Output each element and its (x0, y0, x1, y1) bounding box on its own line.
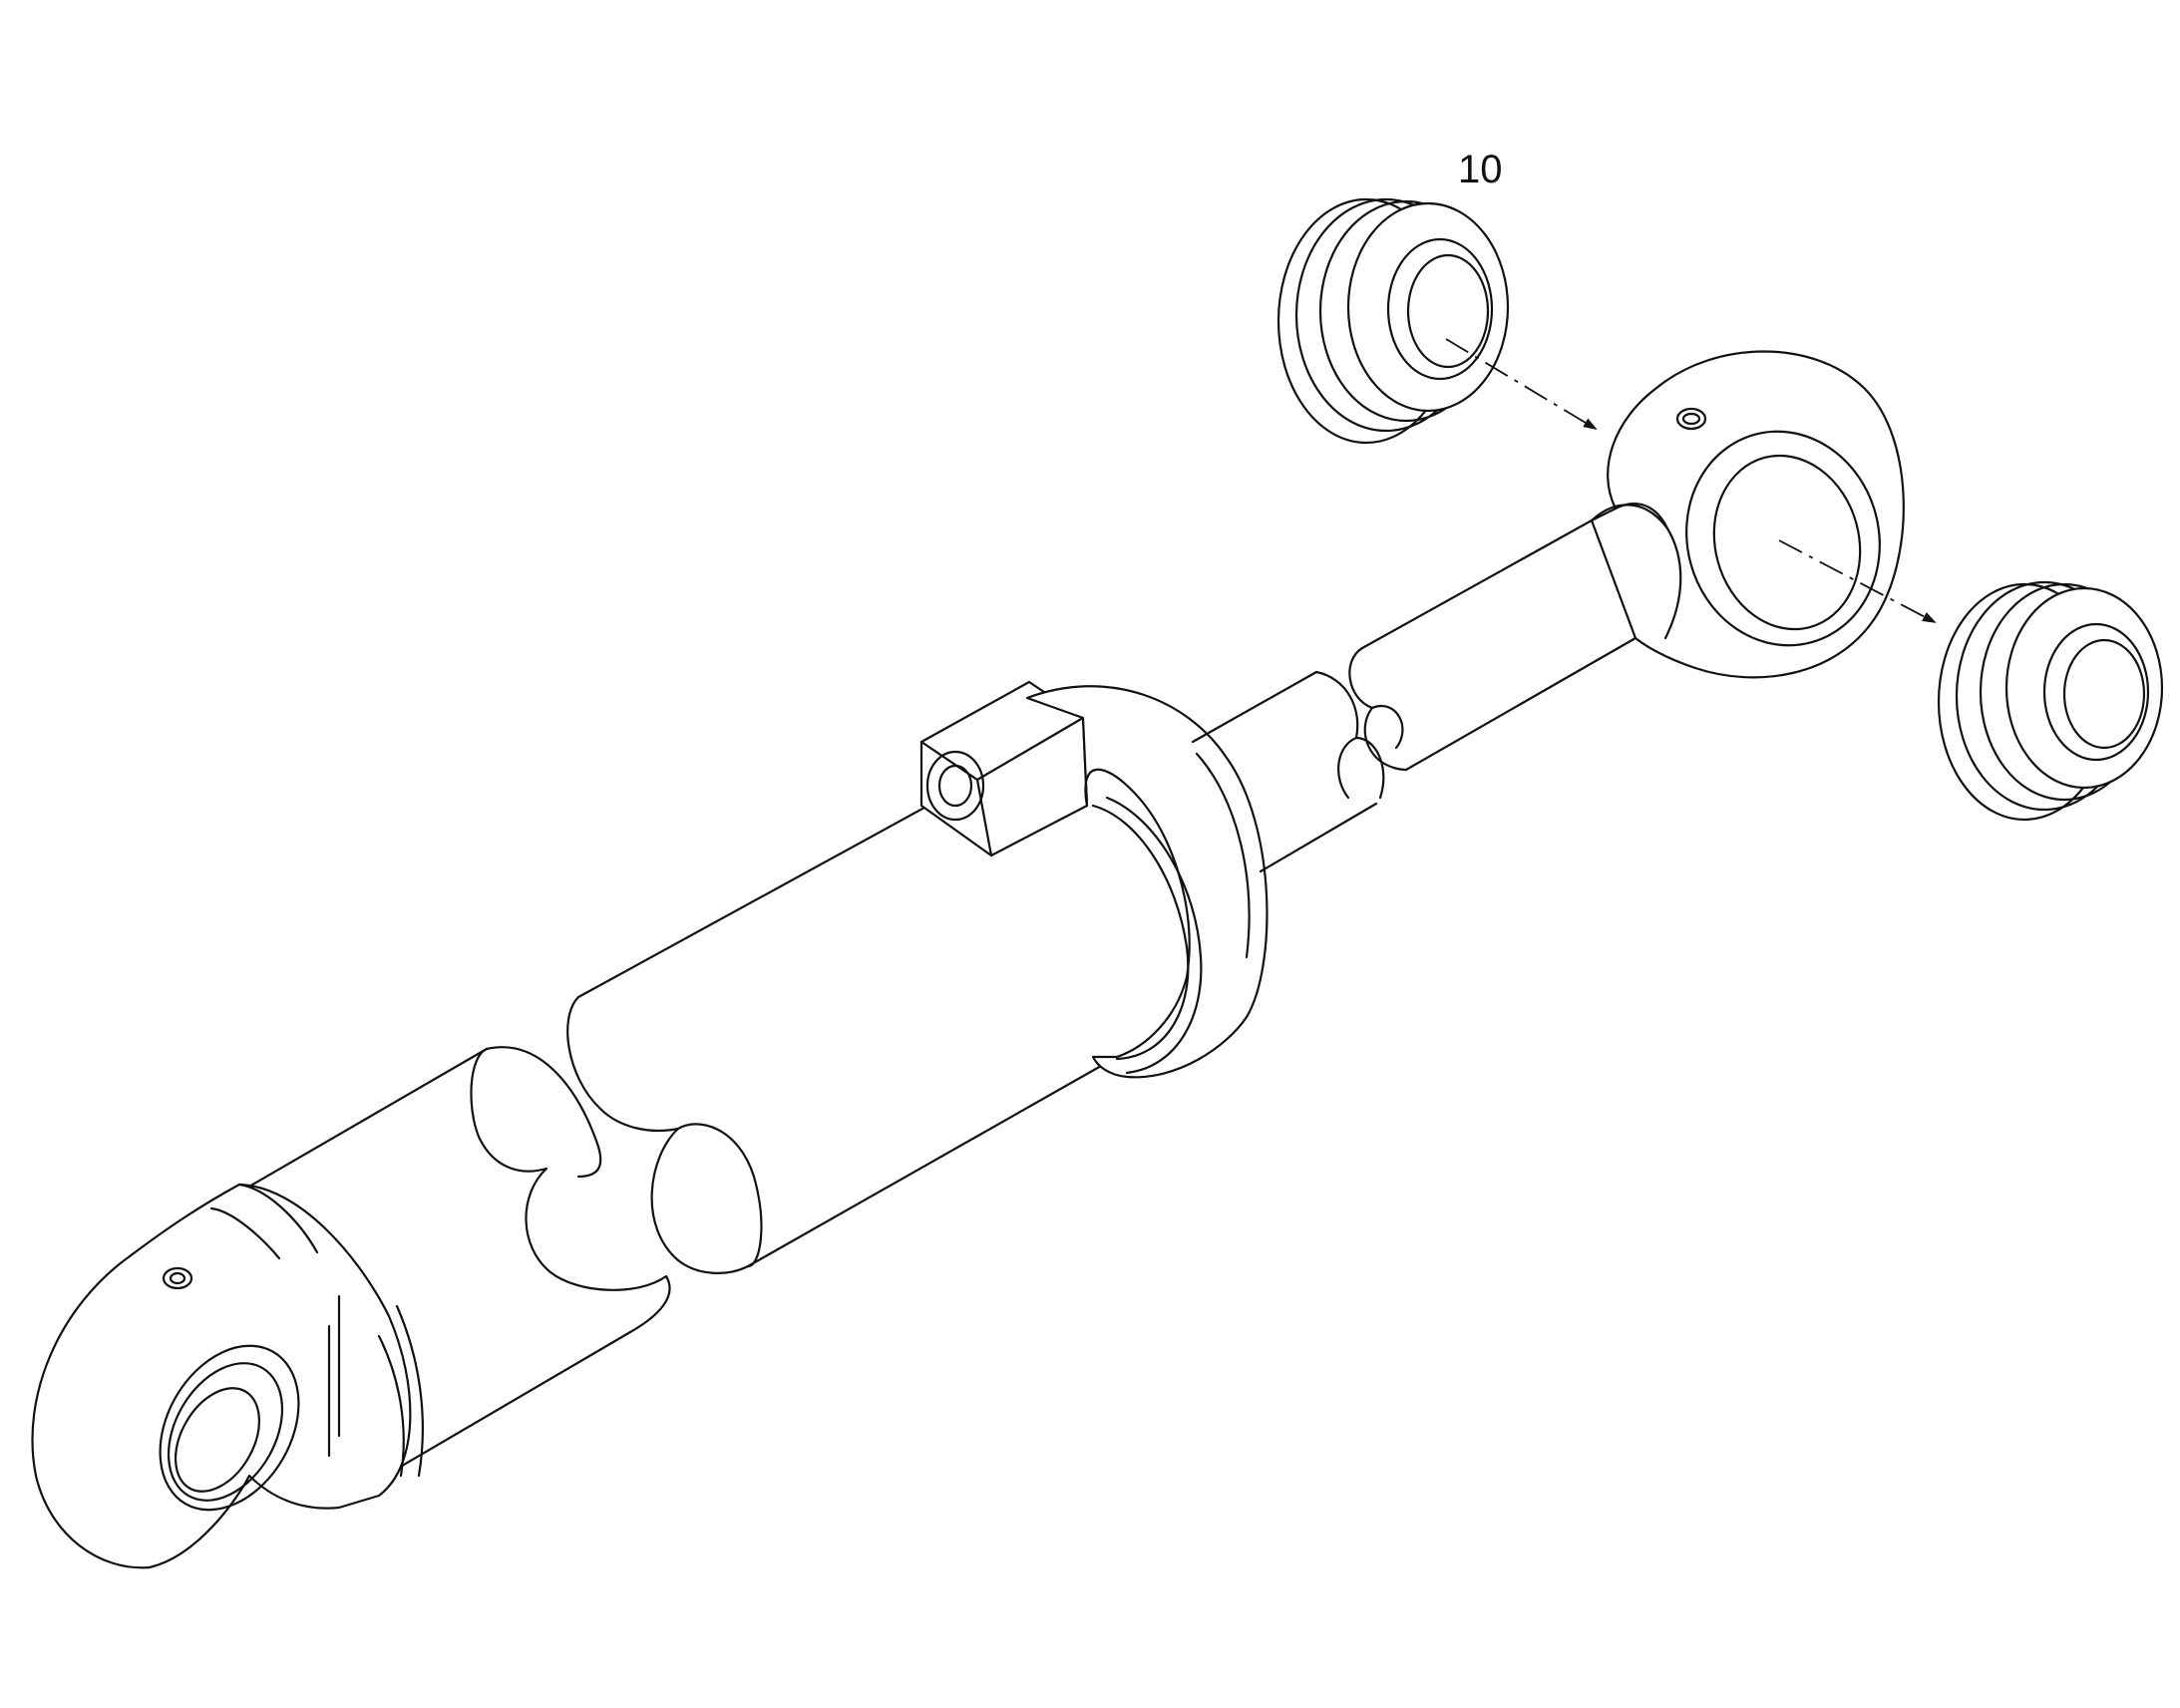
front-head-gland (1025, 685, 1269, 1079)
bushing-lower (1937, 580, 2164, 822)
barrel-main-section (566, 766, 1119, 1274)
piston-rod (1191, 518, 1637, 873)
rear-clevis-eye (31, 1183, 424, 1569)
rod-eye (1590, 350, 1905, 679)
assembly-arrows (1445, 338, 1937, 623)
callout-label-10: 10 (1458, 148, 1503, 191)
bushing-upper (1276, 197, 1510, 445)
